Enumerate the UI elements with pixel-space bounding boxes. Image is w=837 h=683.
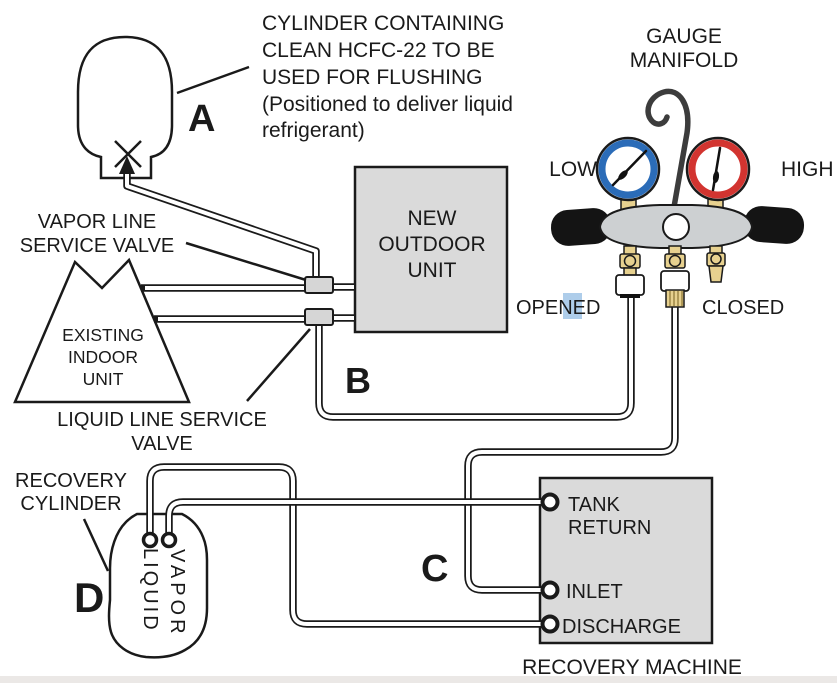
tank-return-label: TANK [568,494,621,516]
inlet-label: INLET [566,581,623,603]
indoor-unit-label: EXISTING [62,325,144,345]
vapor-service-valve [304,276,334,294]
recovery-cylinder-label: CYLINDER [20,493,121,515]
gauge-manifold-title: GAUGE [646,25,722,48]
high-needle-hub [712,171,720,183]
opened-label: OPENED [516,297,600,319]
outdoor-unit-label: OUTDOOR [378,233,485,256]
liquid-valve-label: VALVE [131,433,193,455]
hose-liquid-valve-to-manifold-low [315,296,635,421]
liquid-valve-label: LIQUID LINE SERVICE [57,409,267,431]
caption-line: CYLINDER CONTAINING [262,12,504,35]
discharge-port [540,614,560,634]
tank-return-port [540,492,560,512]
recovery-cylinder-label: RECOVERY [15,470,127,492]
indoor-unit-label: INDOOR [68,347,138,367]
indoor-unit-shape [13,257,191,404]
low-label: LOW [549,158,597,181]
flush-cylinder-shape [76,35,174,180]
flow-arrowhead [119,156,135,174]
recovery-cylinder-shape [107,512,209,659]
cylinder-liquid-port [141,531,159,549]
flush-cylinder [76,35,174,180]
gauge-manifold [550,88,805,308]
cylinder-vapor-port-label: VAPOR [166,549,188,638]
leader-vapor-valve [185,241,307,282]
indoor-unit-label: UNIT [83,369,124,389]
low-needle-hub [618,170,628,180]
high-label: HIGH [781,158,834,181]
closed-label: CLOSED [702,297,784,319]
outdoor-unit-label: UNIT [408,259,457,282]
manifold-high-port-fitting [706,245,726,283]
cylinder-valve-x [114,140,142,168]
inlet-port [540,580,560,600]
recovery-machine-ports [540,492,560,634]
leader-liquid-valve [246,328,311,402]
manifold-low-port-fitting [615,245,645,298]
low-gauge-needle [611,149,648,187]
leader-recovery-cylinder [82,518,110,572]
hanger-hook-icon [645,88,691,210]
caption-line: refrigerant) [262,119,365,142]
leader-cylinder-a [176,65,250,95]
label-a: A [188,98,215,140]
manifold-right-handle [743,206,805,244]
cylinder-vapor-port [160,531,178,549]
liquid-service-valve [304,308,334,326]
label-c: C [421,548,448,590]
manifold-left-handle [550,208,612,246]
caption-line: (Positioned to deliver liquid [262,93,513,116]
recovery-machine-caption: RECOVERY MACHINE [522,656,742,679]
discharge-label: DISCHARGE [562,616,681,638]
high-gauge-ring [688,139,748,199]
hose-liquid-port-to-discharge [146,463,546,628]
vapor-valve-label: VAPOR LINE [38,211,157,233]
manifold-sight-glass [662,213,690,241]
outdoor-unit-label: NEW [408,207,457,230]
pipe-vapor-line [141,283,354,292]
hose-vapor-port-to-tank-return [165,498,546,540]
pipe-flush-to-vapor-valve [123,168,320,280]
flush-cylinder-caption: CYLINDER CONTAINING CLEAN HCFC-22 TO BE … [262,12,513,142]
gauge-manifold-title: MANIFOLD [630,49,739,72]
caption-line: USED FOR FLUSHING [262,66,483,89]
opened-n-highlight [563,293,582,319]
page-edge-strip [0,676,837,683]
recovery-machine-shape [538,476,714,645]
label-b: B [345,360,371,401]
caption-line: CLEAN HCFC-22 TO BE [262,39,495,62]
high-gauge-needle [711,146,722,192]
hose-manifold-to-inlet [464,305,679,594]
outdoor-unit-shape [353,165,509,334]
label-d: D [74,574,104,621]
tank-return-label: RETURN [568,517,651,539]
cylinder-liquid-port-label: LIQUID [139,548,161,633]
high-gauge [685,136,751,202]
indoor-unit [13,257,191,404]
vapor-valve-label: SERVICE VALVE [20,235,175,257]
manifold-center-port-fitting [660,245,690,308]
pipe-liquid-line [154,314,354,323]
low-gauge [595,136,661,202]
